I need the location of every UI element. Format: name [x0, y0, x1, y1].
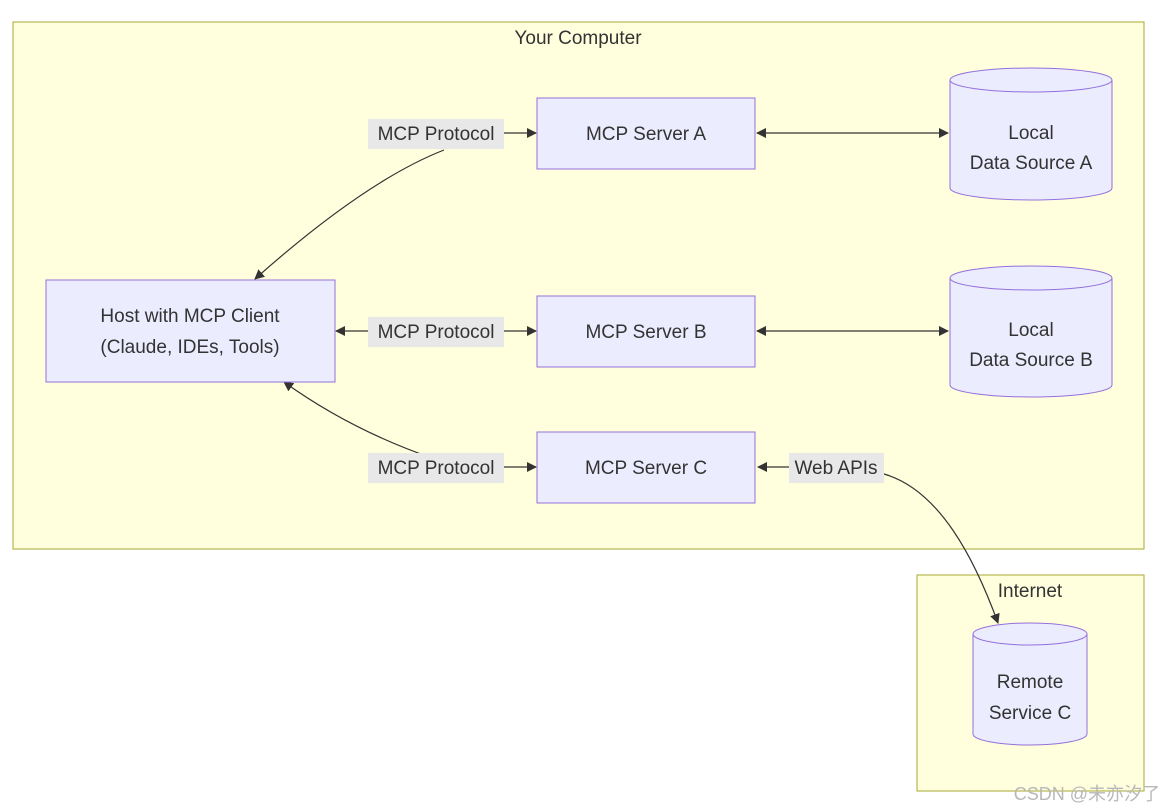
svg-text:MCP Server A: MCP Server A: [586, 124, 706, 145]
data-b-label-line1: Local: [1008, 320, 1053, 341]
node-mcp-server-b: MCP Server B: [536, 295, 756, 368]
edge-protocol-c-to-host: [283, 381, 433, 459]
data-a-label-line2: Data Source A: [970, 153, 1093, 174]
svg-text:Web APIs: Web APIs: [794, 458, 877, 479]
remote-label-line1: Remote: [997, 672, 1064, 693]
subgraph-title-your-computer: Your Computer: [514, 28, 642, 49]
node-host-mcp-client: Host with MCP Client (Claude, IDEs, Tool…: [45, 279, 336, 383]
subgraph-internet: Internet: [916, 574, 1145, 792]
edge-label-mcp-protocol-c: MCP Protocol: [368, 453, 504, 483]
remote-label-line2: Service C: [989, 703, 1071, 724]
edge-web-apis-to-remote: [883, 473, 1000, 624]
host-label-line1: Host with MCP Client: [100, 306, 280, 327]
edge-label-mcp-protocol-a: MCP Protocol: [368, 119, 504, 149]
svg-text:MCP Protocol: MCP Protocol: [378, 458, 495, 479]
watermark-text: CSDN @未亦汐了: [1014, 784, 1160, 804]
edge-label-web-apis: Web APIs: [789, 453, 884, 483]
svg-text:MCP Protocol: MCP Protocol: [378, 124, 495, 145]
svg-text:MCP Server B: MCP Server B: [585, 322, 706, 343]
edge-label-mcp-protocol-b: MCP Protocol: [368, 317, 504, 347]
node-local-data-source-b: Local Data Source B: [949, 265, 1113, 398]
node-mcp-server-a: MCP Server A: [536, 97, 756, 170]
svg-text:MCP Protocol: MCP Protocol: [378, 322, 495, 343]
host-label-line2: (Claude, IDEs, Tools): [100, 337, 279, 358]
subgraph-title-internet: Internet: [998, 581, 1063, 602]
node-remote-service-c: Remote Service C: [972, 622, 1088, 746]
svg-text:MCP Server C: MCP Server C: [585, 458, 707, 479]
data-a-label-line1: Local: [1008, 123, 1053, 144]
node-local-data-source-a: Local Data Source A: [949, 67, 1113, 201]
data-b-label-line2: Data Source B: [969, 350, 1093, 371]
edge-protocol-a-to-host: [254, 149, 445, 280]
node-mcp-server-c: MCP Server C: [536, 431, 756, 504]
